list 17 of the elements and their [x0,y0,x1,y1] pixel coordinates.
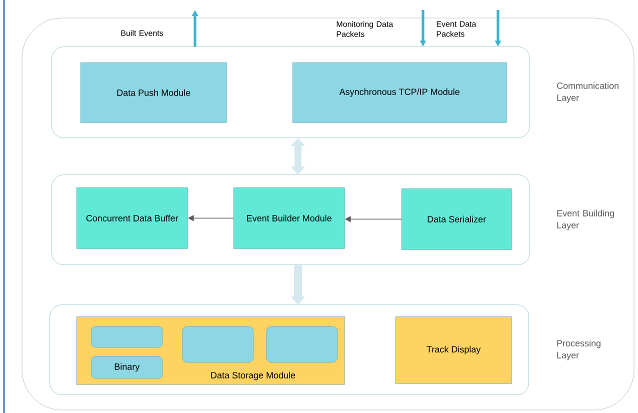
module-label: Data Storage Module [211,372,296,380]
edge-label: Monitoring Data Packets [336,21,394,37]
edge-label: Built Events [121,30,164,36]
module-box: Event Builder Module [233,187,345,249]
format-box [91,326,163,348]
layer-label: Processing Layer [557,340,600,360]
module-box: Asynchronous TCP/IP Module [292,62,507,123]
format-box [182,326,254,363]
layer-label: Communication Layer [557,82,618,103]
module-box: Data Push Module [80,62,227,123]
edge-label: Event Data Packets [436,21,476,37]
format-box [266,326,338,363]
module-box: Track Display [395,316,512,384]
module-box: Concurrent Data Buffer [76,187,188,249]
format-box: Binary [91,356,163,379]
layer-label: Event Building Layer [557,210,614,230]
module-box: Data Serializer [401,188,512,250]
